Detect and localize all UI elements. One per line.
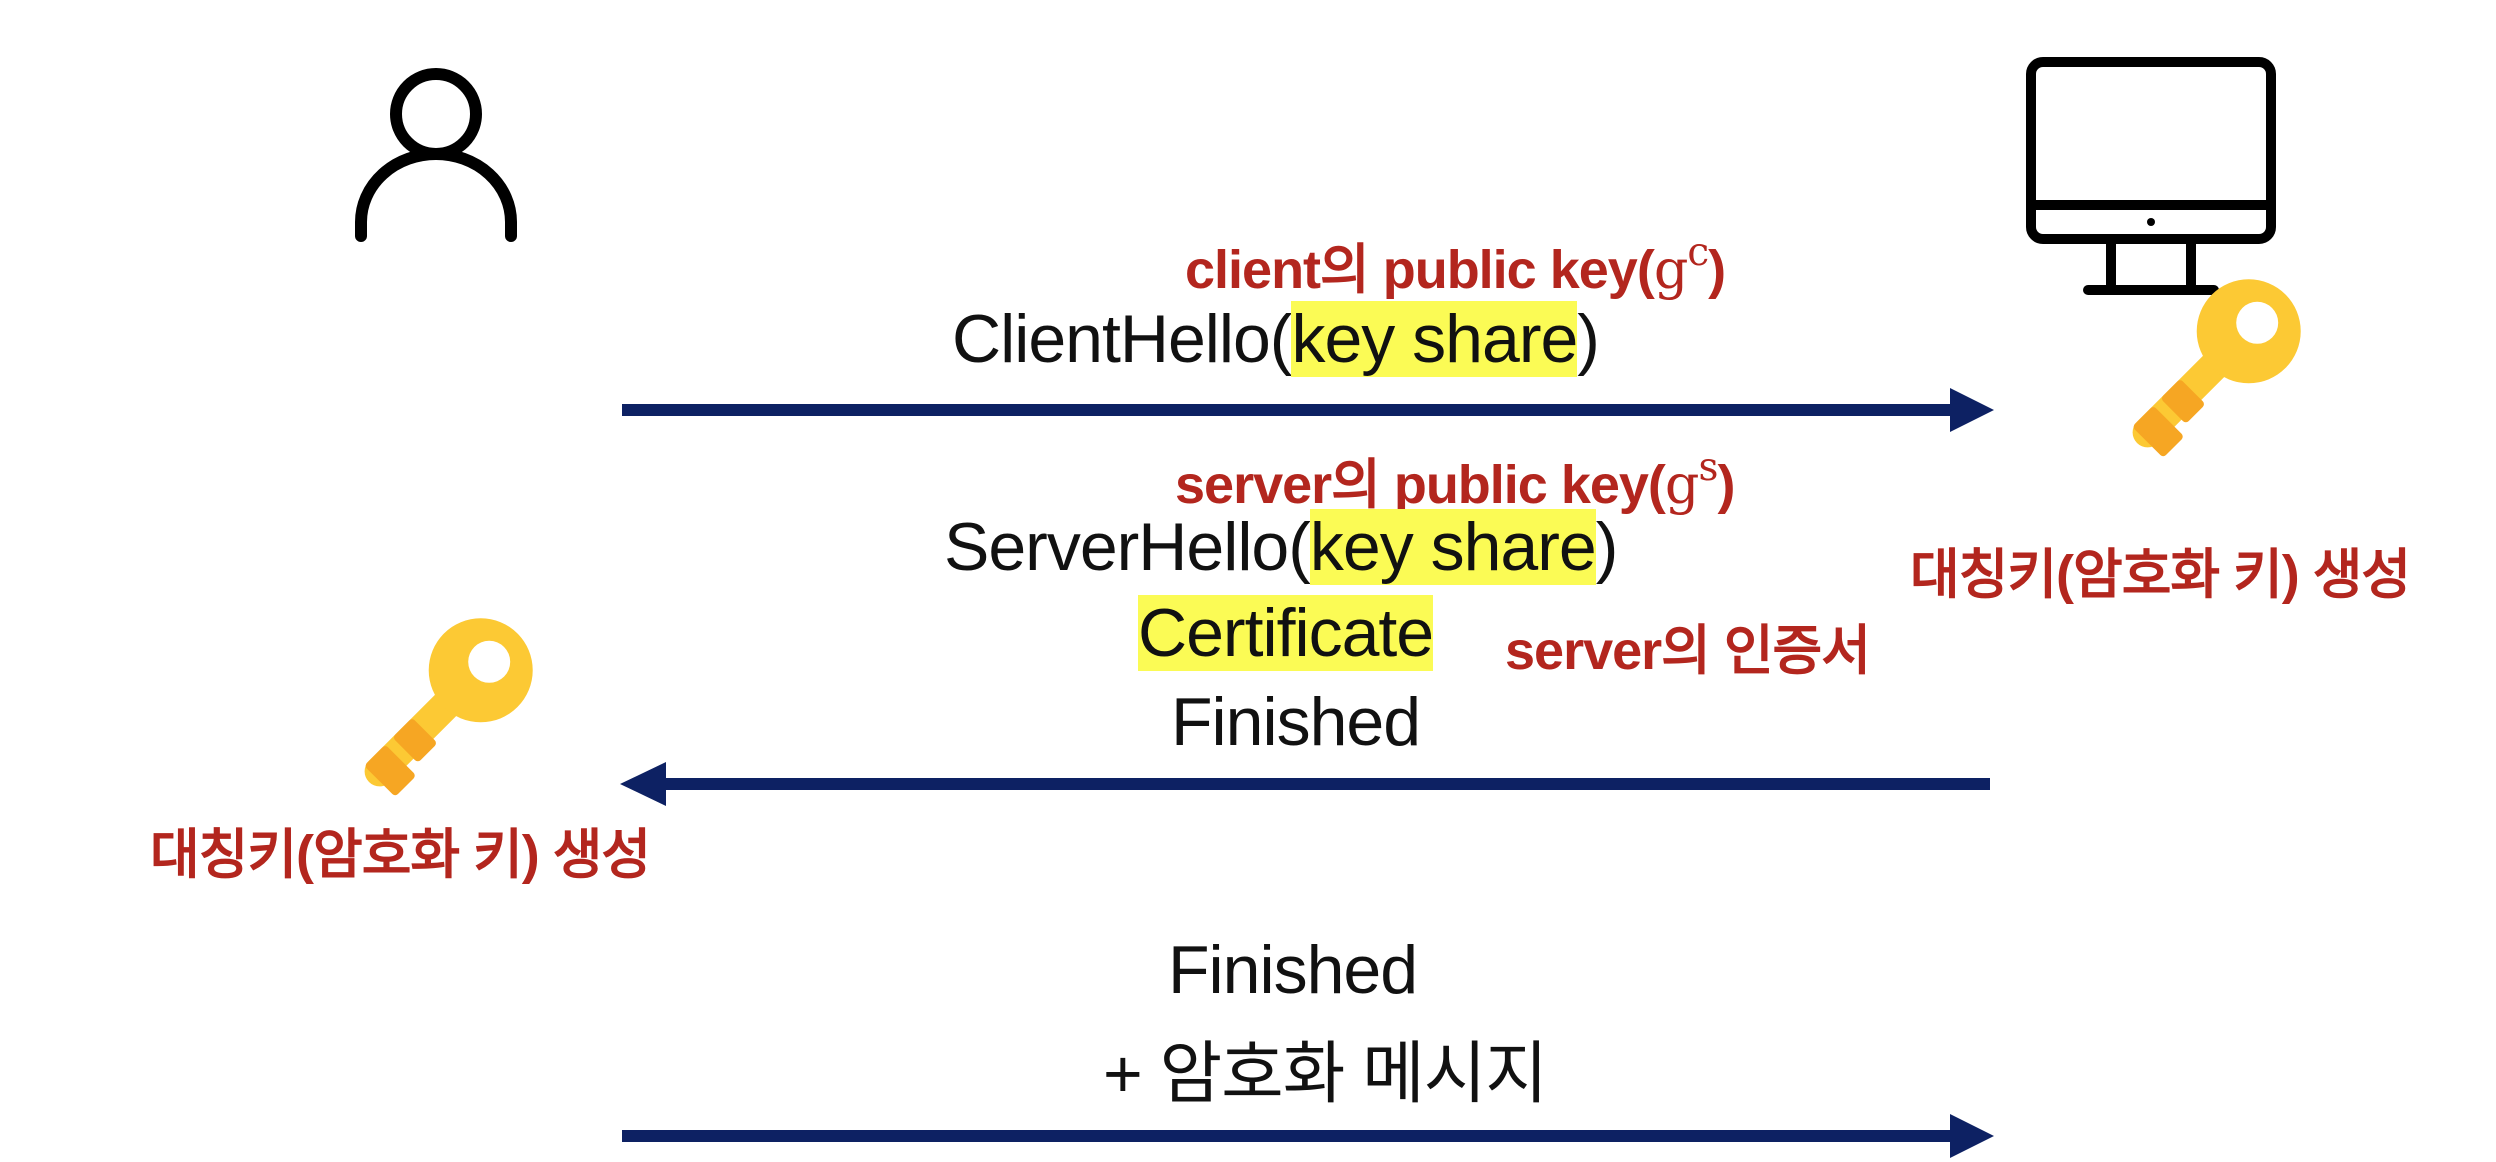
certificate-label: Certificate [1138, 594, 1434, 672]
note-symbol: g [1664, 453, 1700, 516]
server-public-key-note: server의 public key(gs) [1175, 445, 1735, 516]
server-key-icon [2132, 279, 2301, 457]
certificate-highlight: Certificate [1138, 595, 1434, 671]
desktop-monitor-icon [2026, 57, 2276, 295]
server-key-label: 대칭키(암호화 키) 생성 [1910, 545, 2411, 605]
key-share-highlight: key share [1309, 509, 1597, 585]
finished-label: Finished [1171, 684, 1421, 760]
final-finished-label: Finished [1168, 932, 1418, 1008]
note-symbol: g [1653, 238, 1689, 301]
encrypted-message-label: + 암호화 메시지 [1103, 1036, 1548, 1112]
key-share-highlight: key share [1291, 301, 1578, 377]
client-public-key-note: client의 public key(gc) [1185, 230, 1726, 301]
arrow-client-to-server-final [622, 1114, 1994, 1158]
server-hello-label: ServerHello(key share) [944, 509, 1618, 585]
user-icon [355, 68, 517, 242]
client-hello-label: ClientHello(key share) [952, 301, 1600, 377]
arrow-server-to-client [620, 762, 1990, 806]
certificate-note: server의 인증서 [1505, 621, 1871, 681]
arrow-client-to-server [622, 388, 1994, 432]
client-key-icon [364, 618, 533, 796]
note-superscript: s [1698, 445, 1719, 491]
note-superscript: c [1687, 230, 1709, 276]
client-key-label: 대칭키(암호화 키) 생성 [150, 825, 651, 885]
